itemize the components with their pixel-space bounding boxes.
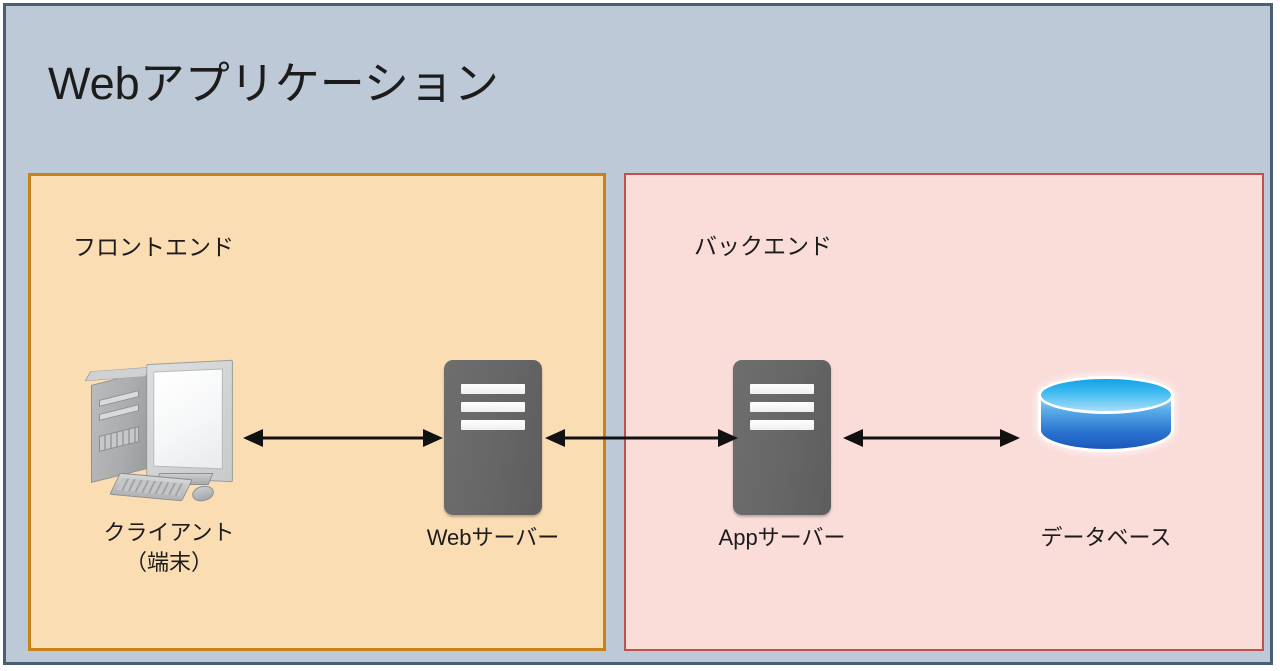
node-client-label: クライアント [103,520,235,545]
web-application-panel: Webアプリケーション フロントエンド バックエンド [3,3,1273,665]
server-icon [682,358,882,523]
monitor-icon [146,359,233,483]
zone-frontend-label: フロントエンド [73,234,234,260]
pc-vents-icon [99,426,139,452]
server-slot-icon [750,420,814,430]
node-app-server-label: Appサーバー [718,525,846,550]
node-client-sublabel: （端末） [124,550,213,575]
keyboard-keys-icon [116,478,186,496]
database-top-icon [1038,376,1174,414]
page-title: Webアプリケーション [48,58,499,109]
pc-drive-bay-icon [99,404,139,421]
monitor-screen-icon [153,368,223,470]
node-app-server[interactable]: Appサーバー [682,358,882,553]
node-database[interactable]: データベース [1006,358,1206,553]
server-chassis-icon [444,360,542,515]
server-chassis-icon [733,360,831,515]
server-slot-icon [461,420,525,430]
node-database-label: データベース [1040,525,1172,550]
server-slot-icon [461,384,525,394]
server-slot-icon [750,402,814,412]
desktop-computer-icon [69,358,269,518]
server-icon [393,358,593,523]
database-cylinder-shape [1038,376,1174,464]
node-web-server[interactable]: Webサーバー [393,358,593,553]
pc-tower-icon [91,371,147,483]
server-slot-icon [750,384,814,394]
node-client[interactable]: クライアント （端末） [69,358,269,578]
mouse-icon [190,483,216,504]
database-cylinder-icon [1006,358,1206,523]
zone-backend-label: バックエンド [694,233,832,259]
node-web-server-label: Webサーバー [426,525,560,550]
server-slot-icon [461,402,525,412]
